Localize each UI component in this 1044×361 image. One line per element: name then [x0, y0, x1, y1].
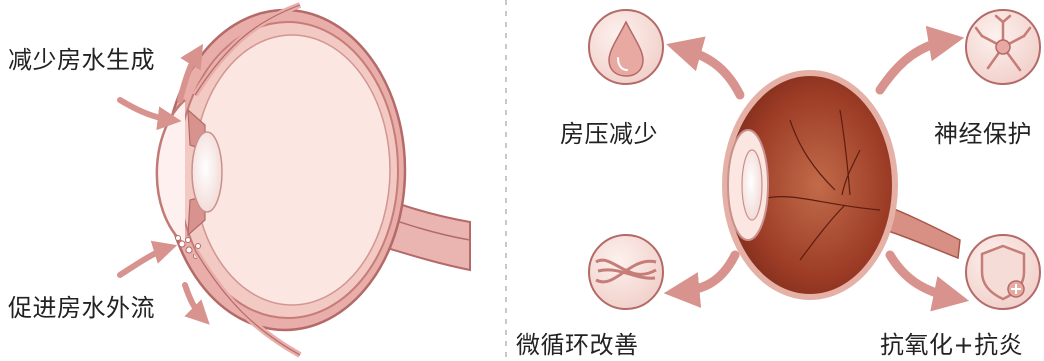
arrow-to-vessel: [663, 250, 740, 308]
arrow-to-shield: [885, 250, 970, 312]
neuron-icon: [965, 9, 1041, 85]
arrow-into-eye-top: [117, 97, 182, 131]
arrow-to-drop: [666, 36, 745, 100]
eyeball-3d: [722, 70, 961, 300]
label-neuroprotection: 神经保护: [934, 120, 1032, 148]
vitreous-body: [193, 34, 391, 306]
label-reduce-aqueous-production: 减少房水生成: [8, 46, 155, 74]
eye-cross-section: [155, 2, 471, 358]
left-arrows: [117, 43, 210, 325]
arrow-to-neuron: [875, 25, 965, 95]
water-drop-icon: [588, 9, 664, 85]
arrow-into-eye-bottom: [117, 240, 178, 278]
right-arrows: [663, 25, 970, 312]
label-antioxidant-antiinflammatory: 抗氧化+抗炎: [880, 331, 1024, 359]
shield-icon: [965, 234, 1041, 310]
arrow-out-top: [177, 43, 204, 103]
label-pressure-reduction: 房压减少: [560, 120, 658, 148]
arrow-out-bottom: [182, 282, 210, 325]
blood-vessel-icon: [588, 234, 664, 310]
lens: [191, 131, 223, 213]
label-microcirculation-improvement: 微循环改善: [516, 331, 639, 359]
label-promote-aqueous-outflow: 促进房水外流: [8, 294, 155, 322]
